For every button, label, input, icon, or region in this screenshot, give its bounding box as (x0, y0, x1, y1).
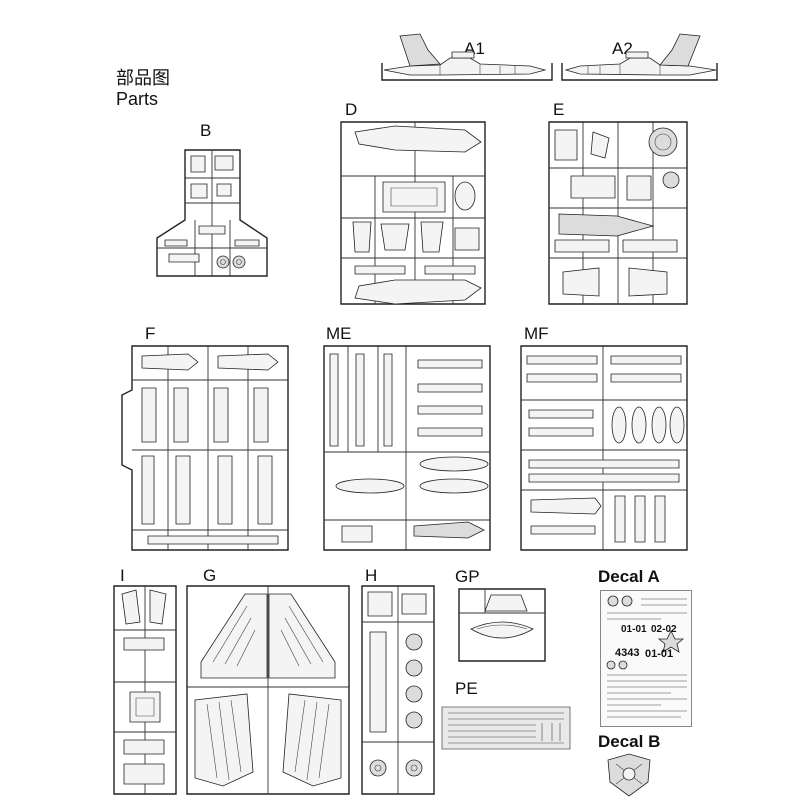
label-b: B (200, 121, 212, 140)
sprue-gp (455, 585, 550, 665)
sprue-d (335, 118, 493, 308)
sprue-a1 (380, 30, 555, 85)
label-f: F (145, 324, 156, 343)
decal-sheet-a: 01-01 02-02 4343 01-01 (600, 590, 692, 727)
sprue-mf (515, 340, 693, 555)
label-decal-a: Decal A (598, 567, 660, 586)
sprue-h (358, 582, 438, 797)
photo-etch-fret (440, 705, 572, 751)
label-mf: MF (524, 324, 549, 343)
decal-marking-01b: 01-01 (645, 648, 674, 660)
sprue-me (318, 340, 496, 555)
decal-marking-02: 02-02 (651, 624, 677, 635)
decal-marking-4343: 4343 (615, 647, 640, 659)
label-e: E (553, 100, 565, 119)
sprue-a2 (560, 30, 720, 85)
label-g: G (203, 566, 217, 585)
label-gp: GP (455, 567, 480, 586)
label-d: D (345, 100, 358, 119)
label-h: H (365, 566, 378, 585)
sprue-g (183, 582, 353, 797)
decal-marking-01: 01-01 (621, 624, 647, 635)
label-pe: PE (455, 679, 478, 698)
label-decal-b: Decal B (598, 732, 661, 751)
sprue-b (155, 148, 270, 278)
label-i: I (120, 566, 125, 585)
decal-sheet-a-artwork (606, 595, 687, 718)
page-title: Parts (116, 89, 159, 109)
sprue-f (118, 340, 296, 555)
decal-sheet-b (604, 752, 654, 798)
sprue-i (110, 582, 180, 797)
sprue-e (543, 118, 693, 308)
label-me: ME (326, 324, 352, 343)
page-title-chinese: 部品图 (116, 68, 170, 89)
